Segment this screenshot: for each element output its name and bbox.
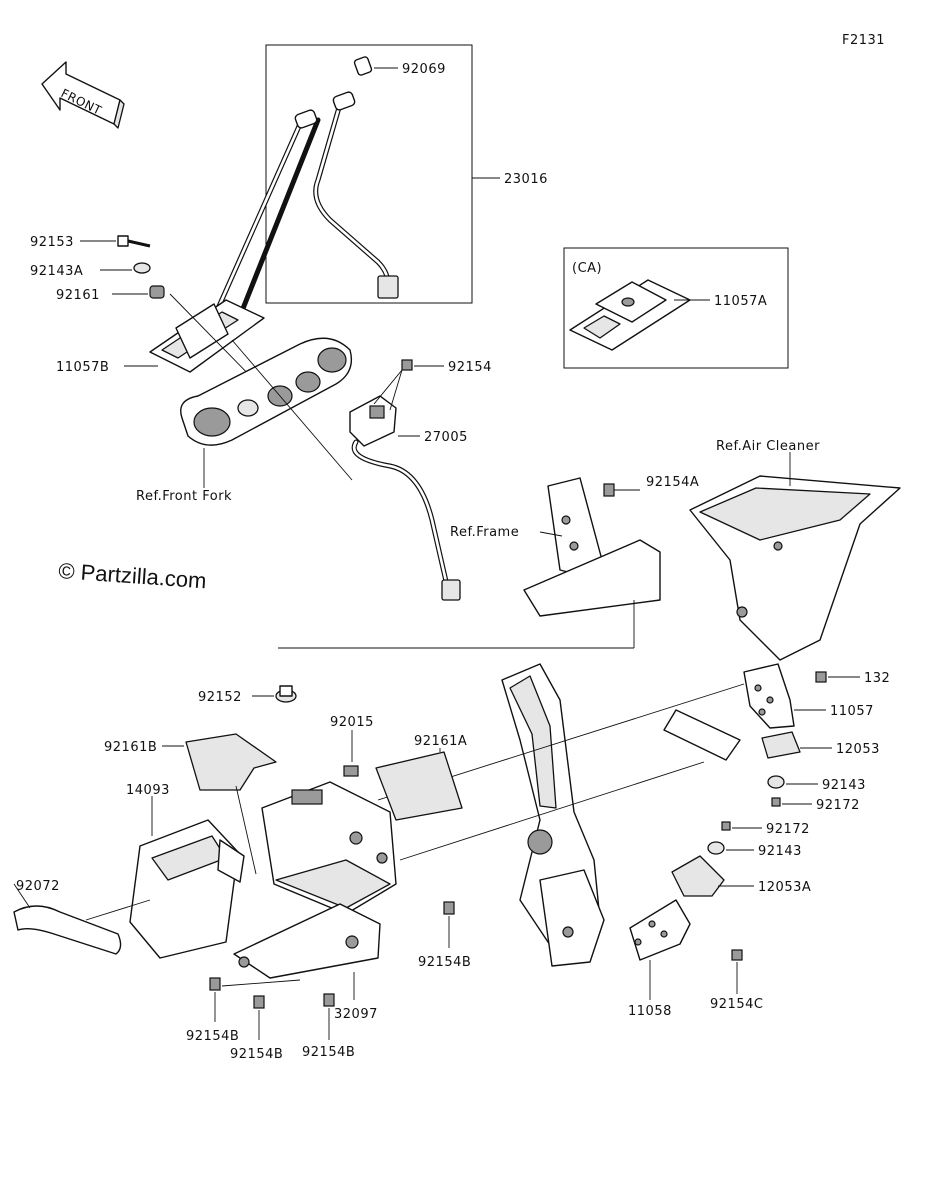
ca-group-frame xyxy=(563,247,789,369)
bolt-92154b-a[interactable] xyxy=(443,901,455,915)
nut-92015[interactable] xyxy=(343,765,359,777)
label-92154a: 92154A xyxy=(646,475,699,490)
label-12053: 12053 xyxy=(836,742,880,757)
case-center[interactable] xyxy=(261,781,397,915)
label-92143-a: 92143 xyxy=(822,778,866,793)
pad-92161b[interactable] xyxy=(185,733,277,791)
label-92152: 92152 xyxy=(198,690,242,705)
handlebar-switch-harness[interactable] xyxy=(209,56,399,325)
label-11057: 11057 xyxy=(830,704,874,719)
watermark: © Partzilla.com xyxy=(58,558,208,593)
label-92154b-b: 92154B xyxy=(186,1029,239,1044)
bolt-92154[interactable] xyxy=(401,359,413,371)
label-92172-a: 92172 xyxy=(816,798,860,813)
air-cleaner[interactable] xyxy=(689,475,901,661)
bracket-11057[interactable] xyxy=(743,663,795,729)
bracket-14093[interactable] xyxy=(129,819,245,959)
label-12053a: 12053A xyxy=(758,880,811,895)
bracket-11057b[interactable] xyxy=(149,299,265,373)
label-11058: 11058 xyxy=(628,1004,672,1019)
bolt-92154b-c[interactable] xyxy=(253,995,265,1009)
label-92143a: 92143A xyxy=(30,264,83,279)
label-11057b: 11057B xyxy=(56,360,109,375)
front-arrow-icon: FRONT xyxy=(41,61,125,129)
front-fork-clamp[interactable] xyxy=(180,337,353,446)
bracket-11058[interactable] xyxy=(629,899,691,961)
label-ref-air-cleaner: Ref.Air Cleaner xyxy=(716,439,820,454)
label-32097: 32097 xyxy=(334,1007,378,1022)
label-92143-b: 92143 xyxy=(758,844,802,859)
label-92069: 92069 xyxy=(402,62,446,77)
washer-92143a[interactable] xyxy=(133,262,151,274)
label-ref-front-fork: Ref.Front Fork xyxy=(136,489,232,504)
label-92154b-c: 92154B xyxy=(230,1047,283,1062)
clip-92172-a[interactable] xyxy=(771,797,781,807)
bolt-92154b-b[interactable] xyxy=(209,977,221,991)
grommet-92152[interactable] xyxy=(275,685,297,703)
switch-27005[interactable] xyxy=(349,395,461,601)
holder-32097[interactable] xyxy=(233,903,381,979)
frame-structure[interactable] xyxy=(501,477,741,967)
label-92154c: 92154C xyxy=(710,997,763,1012)
label-92154: 92154 xyxy=(448,360,492,375)
bolt-92154b-d[interactable] xyxy=(323,993,335,1007)
label-23016: 23016 xyxy=(504,172,548,187)
washer-92143-a[interactable] xyxy=(767,775,785,789)
label-27005: 27005 xyxy=(424,430,468,445)
label-92161b: 92161B xyxy=(104,740,157,755)
label-92161: 92161 xyxy=(56,288,100,303)
label-92015: 92015 xyxy=(330,715,374,730)
clip-92172-b[interactable] xyxy=(721,821,731,831)
pad-92161a[interactable] xyxy=(375,751,463,821)
bolt-92154c[interactable] xyxy=(731,949,743,961)
bolt-92154a[interactable] xyxy=(603,483,615,497)
label-92154b-d: 92154B xyxy=(302,1045,355,1060)
label-11057a: 11057A xyxy=(714,294,767,309)
label-14093: 14093 xyxy=(126,783,170,798)
label-92154b-a: 92154B xyxy=(418,955,471,970)
washer-92143-b[interactable] xyxy=(707,841,725,855)
label-92153: 92153 xyxy=(30,235,74,250)
bolt-92153[interactable] xyxy=(117,235,151,248)
harness-group-frame xyxy=(265,44,473,304)
bracket-11057a[interactable] xyxy=(569,279,691,351)
diagram-id: F2131 xyxy=(842,33,885,48)
label-92161a: 92161A xyxy=(414,734,467,749)
damper-12053a[interactable] xyxy=(671,855,725,897)
label-ca: (CA) xyxy=(572,261,602,276)
grommet-92161[interactable] xyxy=(149,285,165,299)
label-ref-frame: Ref.Frame xyxy=(450,525,519,540)
band-92072[interactable] xyxy=(13,905,122,955)
cap-92069[interactable] xyxy=(353,56,373,76)
label-92072: 92072 xyxy=(16,879,60,894)
bolt-132[interactable] xyxy=(815,671,827,683)
damper-12053[interactable] xyxy=(761,731,801,759)
label-132: 132 xyxy=(864,671,890,686)
label-92172-b: 92172 xyxy=(766,822,810,837)
